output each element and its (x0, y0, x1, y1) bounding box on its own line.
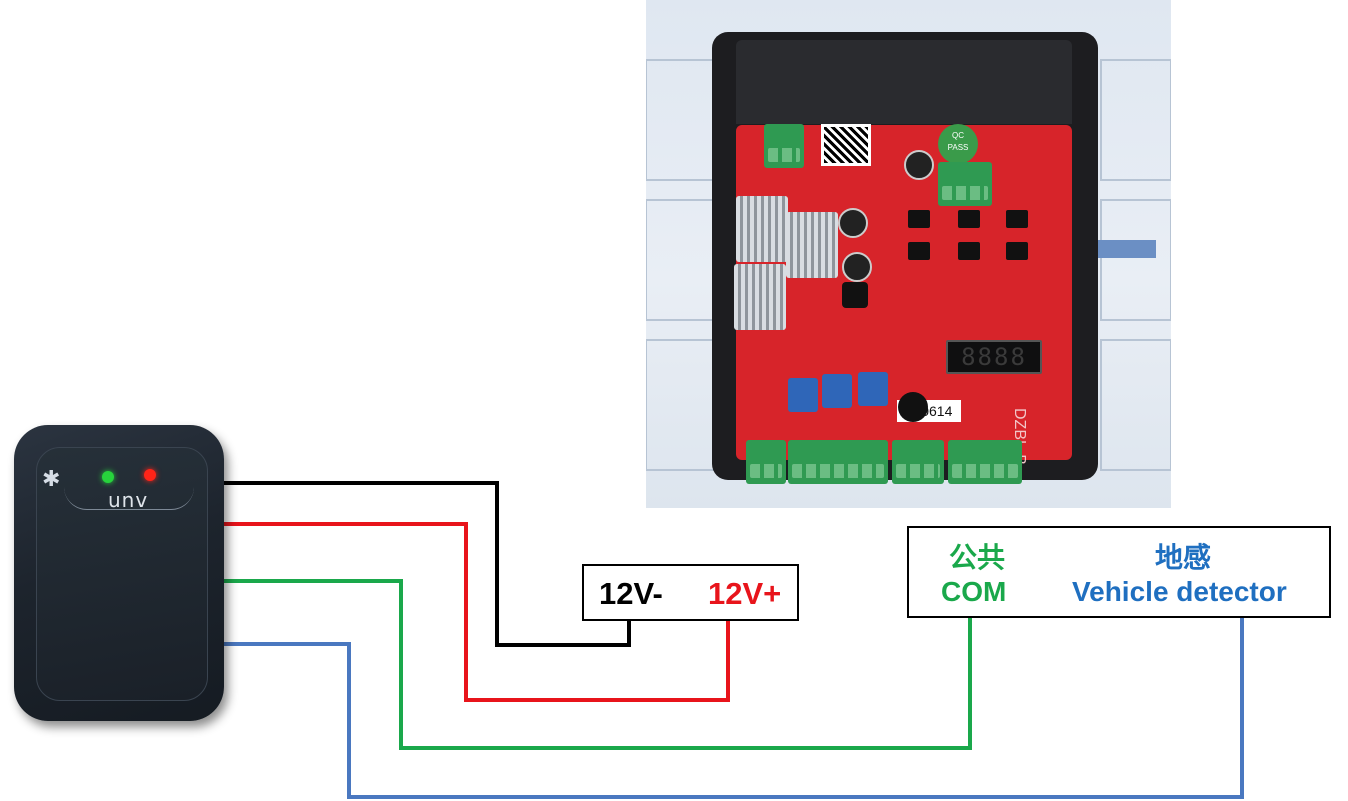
terminal-block-1 (746, 440, 786, 484)
enclosure-top-window (736, 40, 1072, 124)
relay (858, 372, 888, 406)
mosfet (958, 242, 980, 260)
heatsink (786, 212, 838, 278)
capacitor (842, 252, 872, 282)
capacitor (904, 150, 934, 180)
terminal-block-2 (788, 440, 888, 484)
inductor (842, 282, 868, 308)
card-reader-face (36, 447, 208, 701)
terminal-block-top-right (938, 162, 992, 206)
mosfet (908, 210, 930, 228)
capacitor (838, 208, 868, 238)
logo-arc (64, 487, 194, 510)
label-detector-chinese: 地感 (1155, 542, 1212, 573)
label-vehicle-detector: Vehicle detector (1072, 576, 1287, 607)
label-12v-positive: 12V+ (708, 576, 782, 611)
wire-red (222, 522, 730, 702)
red-led (144, 469, 156, 481)
mosfet (958, 210, 980, 228)
terminal-block-3 (892, 440, 944, 484)
label-12v-negative: 12V- (599, 576, 663, 611)
buzzer (898, 392, 928, 422)
terminal-block-4 (948, 440, 1022, 484)
wire-black (222, 481, 631, 647)
io-label-box: 公共 COM 地感 Vehicle detector (907, 526, 1331, 618)
power-terminal-top (764, 124, 804, 168)
relay (788, 378, 818, 412)
mosfet (1006, 242, 1028, 260)
mosfet (1006, 210, 1028, 228)
label-com-chinese: 公共 (949, 542, 1006, 573)
card-reader: ✱ unv (14, 425, 224, 721)
green-led (102, 471, 114, 483)
wire-blue (222, 617, 1244, 799)
bluetooth-icon: ✱ (42, 467, 61, 492)
label-com: COM (941, 576, 1007, 607)
heatsink (736, 196, 788, 262)
seven-segment-display: 8888 (946, 340, 1042, 374)
power-label-box: 12V- 12V+ (582, 564, 799, 621)
heatsink (734, 264, 786, 330)
qr-code (821, 124, 871, 166)
wire-green (222, 579, 972, 750)
brand-logo: unv (108, 488, 149, 512)
relay (822, 374, 852, 408)
mosfet (908, 242, 930, 260)
